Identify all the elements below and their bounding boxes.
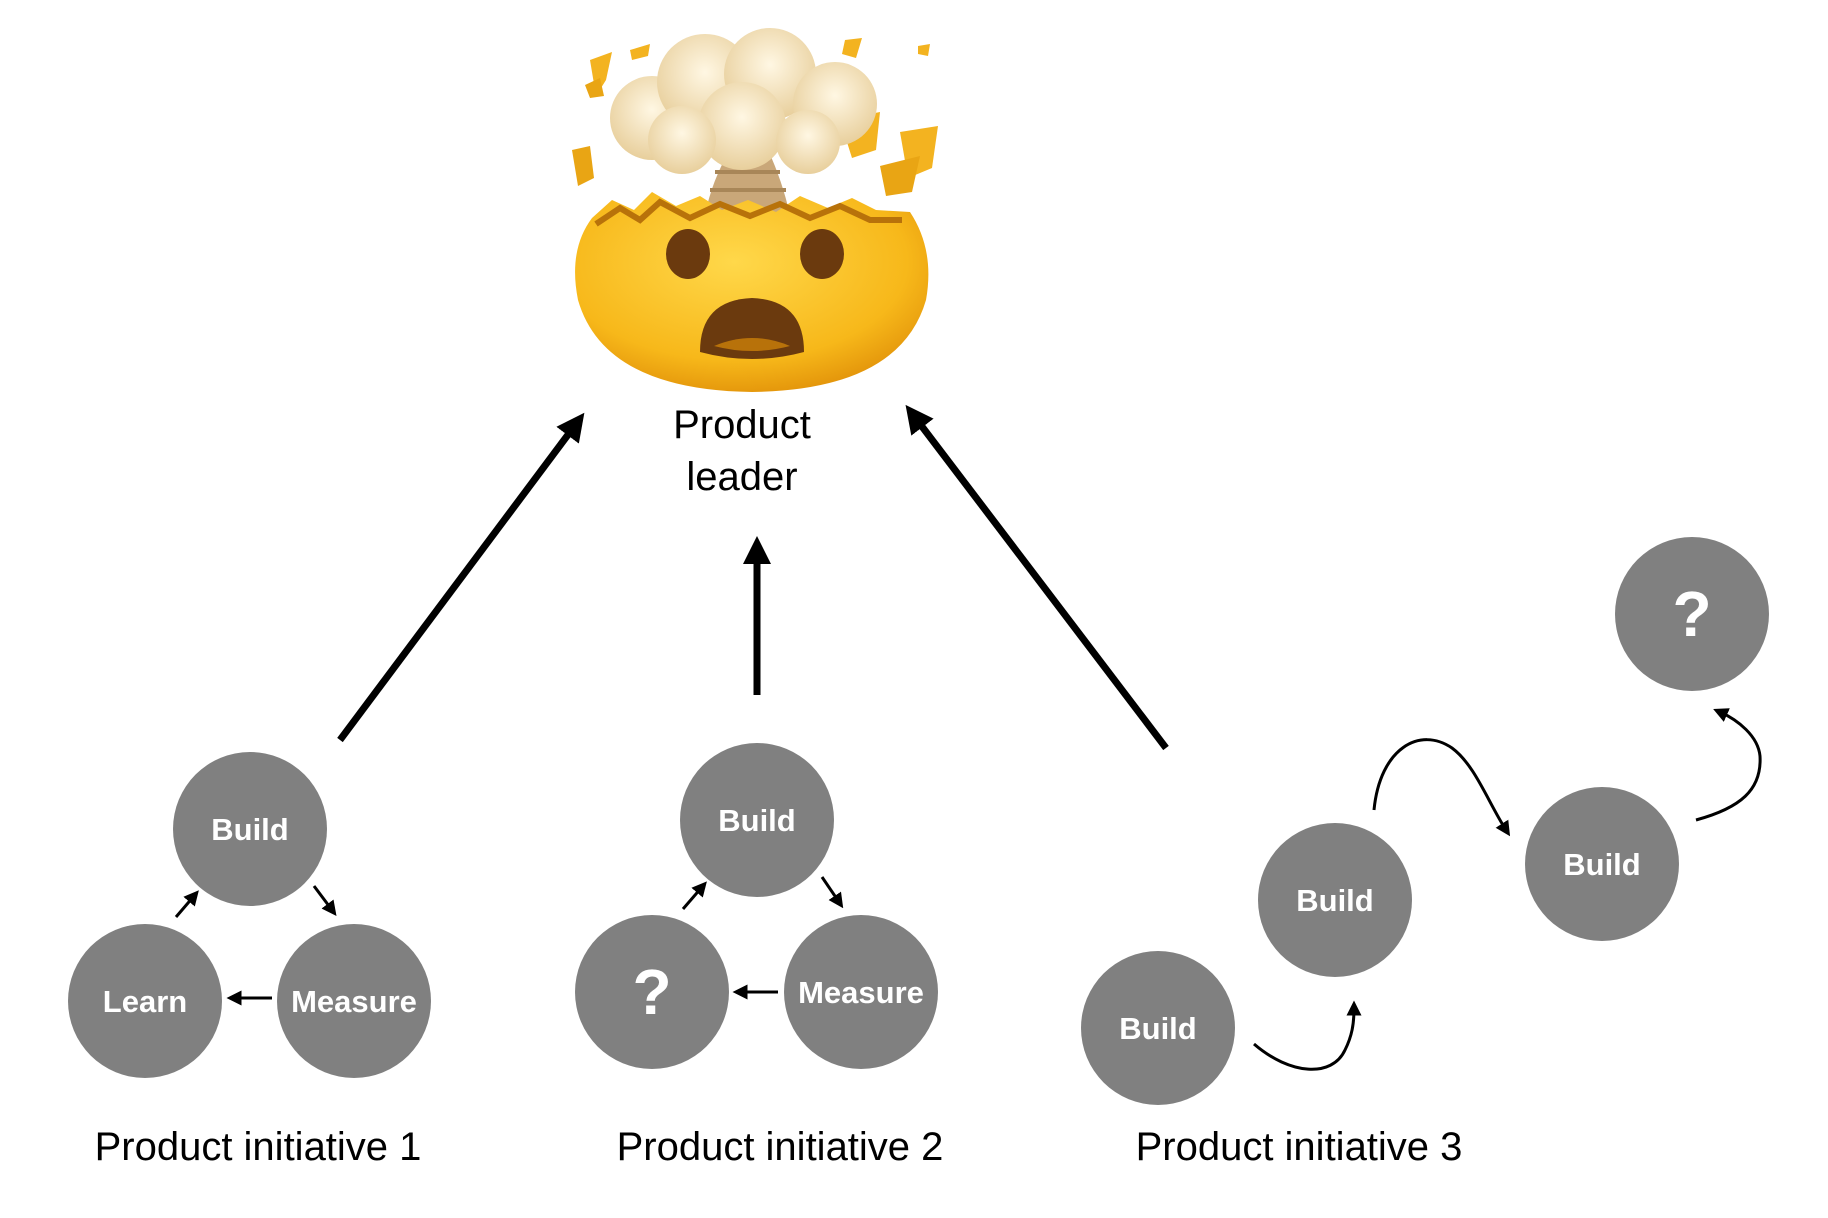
arrow-initiative3-to-leader <box>905 404 1169 751</box>
leader-label-line1: Product <box>673 403 811 447</box>
node-label: ? <box>632 956 671 1028</box>
initiative-label: Product initiative 2 <box>617 1125 944 1169</box>
exploding-head-icon <box>572 28 938 392</box>
arrow-question-to-build <box>681 881 707 910</box>
leader-label-line2: leader <box>686 455 797 499</box>
initiative-label: Product initiative 3 <box>1136 1125 1463 1169</box>
node-label: Build <box>211 812 289 847</box>
node-label: Measure <box>291 984 417 1019</box>
arrow-build3-to-question <box>1695 708 1762 822</box>
node-build-2: Build <box>1258 823 1412 977</box>
initiative-1: Build Learn Measure Product initiative 1 <box>68 752 431 1169</box>
node-label: Measure <box>798 975 924 1010</box>
node-build-3: Build <box>1525 787 1679 941</box>
node-question: ? <box>575 915 729 1069</box>
arrow-learn-to-build <box>174 890 199 918</box>
arrow-build1-to-build2 <box>1253 1000 1362 1071</box>
arrow-initiative1-to-leader <box>337 412 585 743</box>
initiative-label: Product initiative 1 <box>95 1125 422 1169</box>
node-label: ? <box>1672 578 1711 650</box>
node-label: Build <box>1296 883 1374 918</box>
node-label: Build <box>1563 847 1641 882</box>
node-measure: Measure <box>784 915 938 1069</box>
node-learn: Learn <box>68 924 222 1078</box>
node-label: Learn <box>103 984 187 1019</box>
arrow-build-to-measure <box>820 876 844 909</box>
arrow-build-to-measure <box>312 885 337 916</box>
node-label: Build <box>718 803 796 838</box>
node-build: Build <box>680 743 834 897</box>
arrow-build2-to-build3 <box>1372 738 1511 837</box>
node-question: ? <box>1615 537 1769 691</box>
initiative-3: Build Build Build ? Product initiative 3 <box>1081 537 1769 1169</box>
node-build-1: Build <box>1081 951 1235 1105</box>
node-measure: Measure <box>277 924 431 1078</box>
node-build: Build <box>173 752 327 906</box>
initiative-2: Build ? Measure Product initiative 2 <box>575 743 943 1169</box>
node-label: Build <box>1119 1011 1197 1046</box>
